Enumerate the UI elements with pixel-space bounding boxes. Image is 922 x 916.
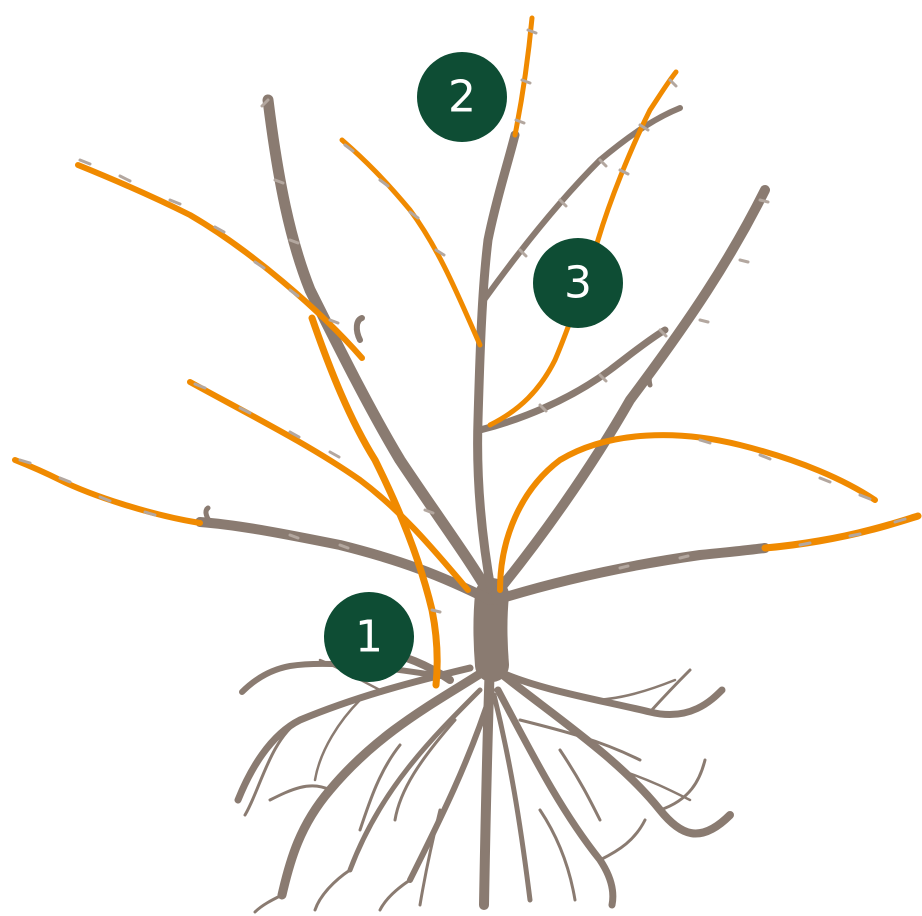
callout-1: 1: [324, 592, 414, 682]
callout-2: 2: [417, 52, 507, 142]
callout-3-label: 3: [564, 258, 592, 309]
root-system: [238, 660, 730, 912]
old-wood-branches: [200, 100, 765, 680]
callout-1-label: 1: [355, 612, 383, 663]
callout-3: 3: [533, 238, 623, 328]
callout-2-label: 2: [448, 72, 476, 123]
